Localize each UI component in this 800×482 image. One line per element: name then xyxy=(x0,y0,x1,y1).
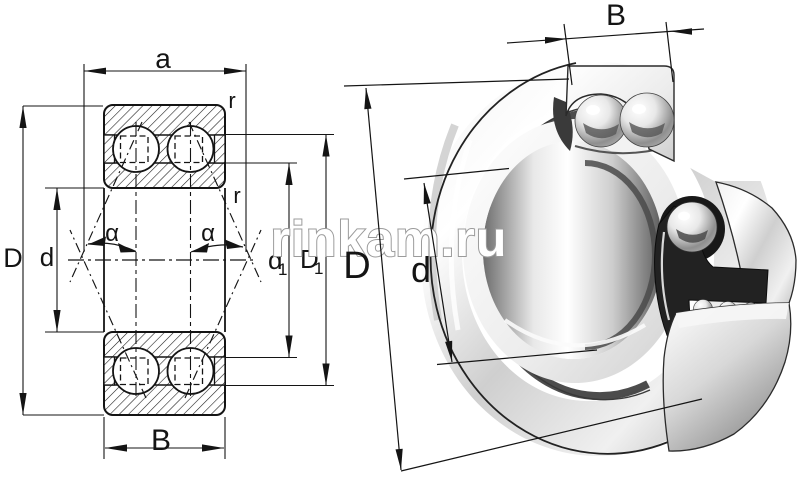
bore-3d xyxy=(483,141,663,359)
dimension-B xyxy=(103,417,226,459)
label-B: B xyxy=(151,424,171,457)
upper-ring-section xyxy=(103,104,226,189)
label-alpha-right: α xyxy=(201,220,215,247)
render-3d-dimensions xyxy=(343,21,705,472)
label-D: D xyxy=(3,243,23,273)
label-D1: D1 xyxy=(300,244,323,278)
contact-angle-marks xyxy=(87,236,244,253)
dimension-d1 xyxy=(225,162,297,359)
cage-pocket xyxy=(119,135,149,164)
lower-ring-section xyxy=(103,331,226,416)
cutaway-gap xyxy=(672,52,800,181)
dimension-d xyxy=(45,187,104,333)
cross-section-view: a r r α α D d B d1 D1 xyxy=(3,43,334,459)
ball-3d-cut xyxy=(666,201,718,253)
contact-lines xyxy=(69,121,262,399)
dimension-a xyxy=(83,64,247,252)
label-3d-B: B xyxy=(606,0,626,32)
dimension-D xyxy=(19,105,104,416)
cage-pocket xyxy=(119,357,149,386)
label-d1: d1 xyxy=(268,245,287,279)
label-d: d xyxy=(40,242,54,272)
watermark: rinkam.ru xyxy=(271,211,508,267)
render-3d-view xyxy=(421,52,800,456)
cage-pocket xyxy=(174,357,204,386)
balls-3d-top xyxy=(574,92,675,148)
label-r-top: r xyxy=(228,88,235,113)
label-3d-D: D xyxy=(343,245,370,287)
label-alpha-left: α xyxy=(105,220,119,247)
label-3d-d: d xyxy=(411,249,431,290)
label-r-bottom: r xyxy=(233,183,240,208)
label-a: a xyxy=(155,43,171,74)
cage-pocket xyxy=(174,135,204,164)
dimension-D1 xyxy=(225,133,334,387)
cut-piece-outer xyxy=(715,181,797,334)
